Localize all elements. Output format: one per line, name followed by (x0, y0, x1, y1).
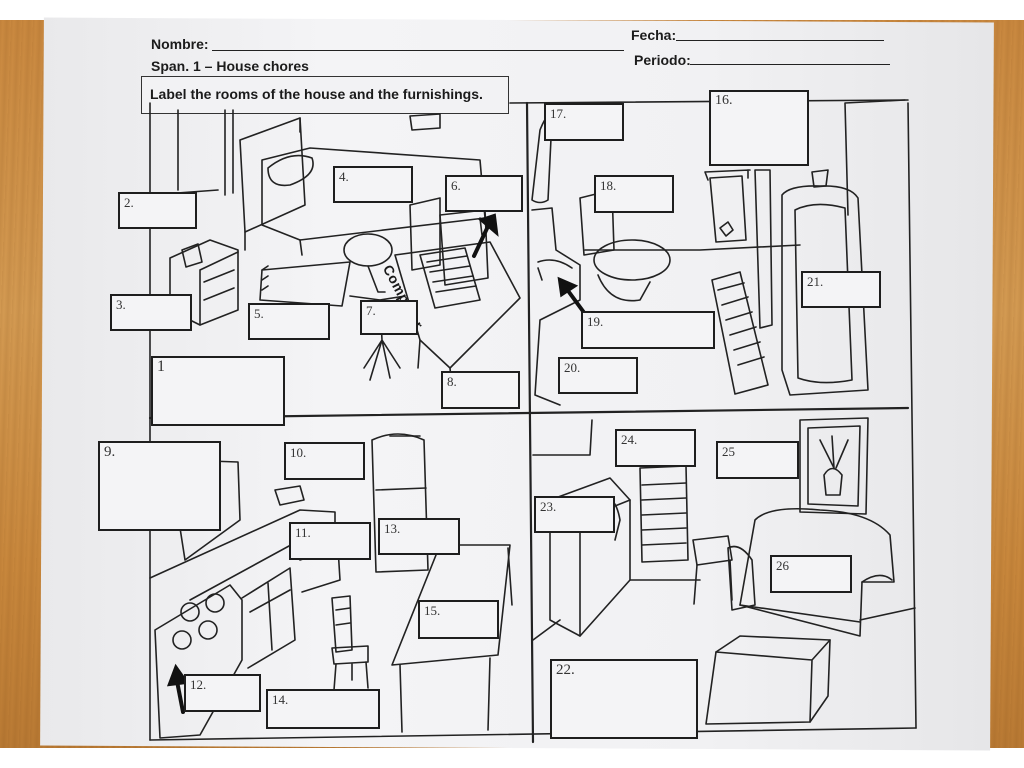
answer-box-19[interactable]: 19. (581, 311, 715, 349)
ottoman (705, 635, 831, 725)
answer-box-23[interactable]: 23. (534, 496, 615, 533)
name-line (212, 50, 624, 51)
answer-box-2[interactable]: 2. (118, 192, 197, 229)
answer-box-4[interactable]: 4. (333, 166, 413, 203)
answer-box-12[interactable]: 12. (184, 674, 261, 712)
period-line (690, 64, 890, 65)
bathtub (781, 169, 869, 396)
answer-box-9[interactable]: 9. (98, 441, 221, 531)
answer-box-25[interactable]: 25 (716, 441, 799, 479)
period-label: Periodo: (634, 52, 691, 68)
answer-box-22[interactable]: 22. (550, 659, 698, 739)
answer-box-3[interactable]: 3. (110, 294, 192, 331)
answer-box-20[interactable]: 20. (558, 357, 638, 394)
answer-box-6[interactable]: 6. (445, 175, 523, 212)
answer-box-17[interactable]: 17. (544, 103, 624, 141)
end-table (692, 535, 733, 605)
kitchen-chair (331, 595, 369, 691)
kitchen-table (391, 544, 513, 733)
bookshelf (639, 465, 689, 563)
rug (259, 261, 351, 307)
bath-mat (711, 271, 769, 395)
sofa (727, 507, 895, 637)
answer-box-5[interactable]: 5. (248, 303, 330, 340)
answer-box-7[interactable]: 7. (360, 300, 418, 335)
answer-box-26[interactable]: 26 (770, 555, 852, 593)
name-label: Nombre: (151, 36, 209, 52)
answer-box-18[interactable]: 18. (594, 175, 674, 213)
stove (154, 584, 243, 739)
answer-box-13[interactable]: 13. (378, 518, 460, 555)
painting (799, 417, 869, 515)
answer-box-14[interactable]: 14. (266, 689, 380, 729)
date-line (676, 40, 884, 41)
cabinets (241, 547, 341, 669)
sink (531, 207, 581, 406)
course-title: Span. 1 – House chores (151, 58, 309, 74)
answer-box-1[interactable]: 1 (151, 356, 285, 426)
answer-box-21[interactable]: 21. (801, 271, 881, 308)
answer-box-10[interactable]: 10. (284, 442, 365, 480)
answer-box-16[interactable]: 16. (709, 90, 809, 166)
answer-box-8[interactable]: 8. (441, 371, 520, 409)
date-label: Fecha: (631, 27, 677, 43)
instructions-box: Label the rooms of the house and the fur… (141, 76, 509, 114)
towel-rack (704, 169, 751, 243)
answer-box-24[interactable]: 24. (615, 429, 696, 467)
answer-box-11[interactable]: 11. (289, 522, 371, 560)
answer-box-15[interactable]: 15. (418, 600, 499, 639)
